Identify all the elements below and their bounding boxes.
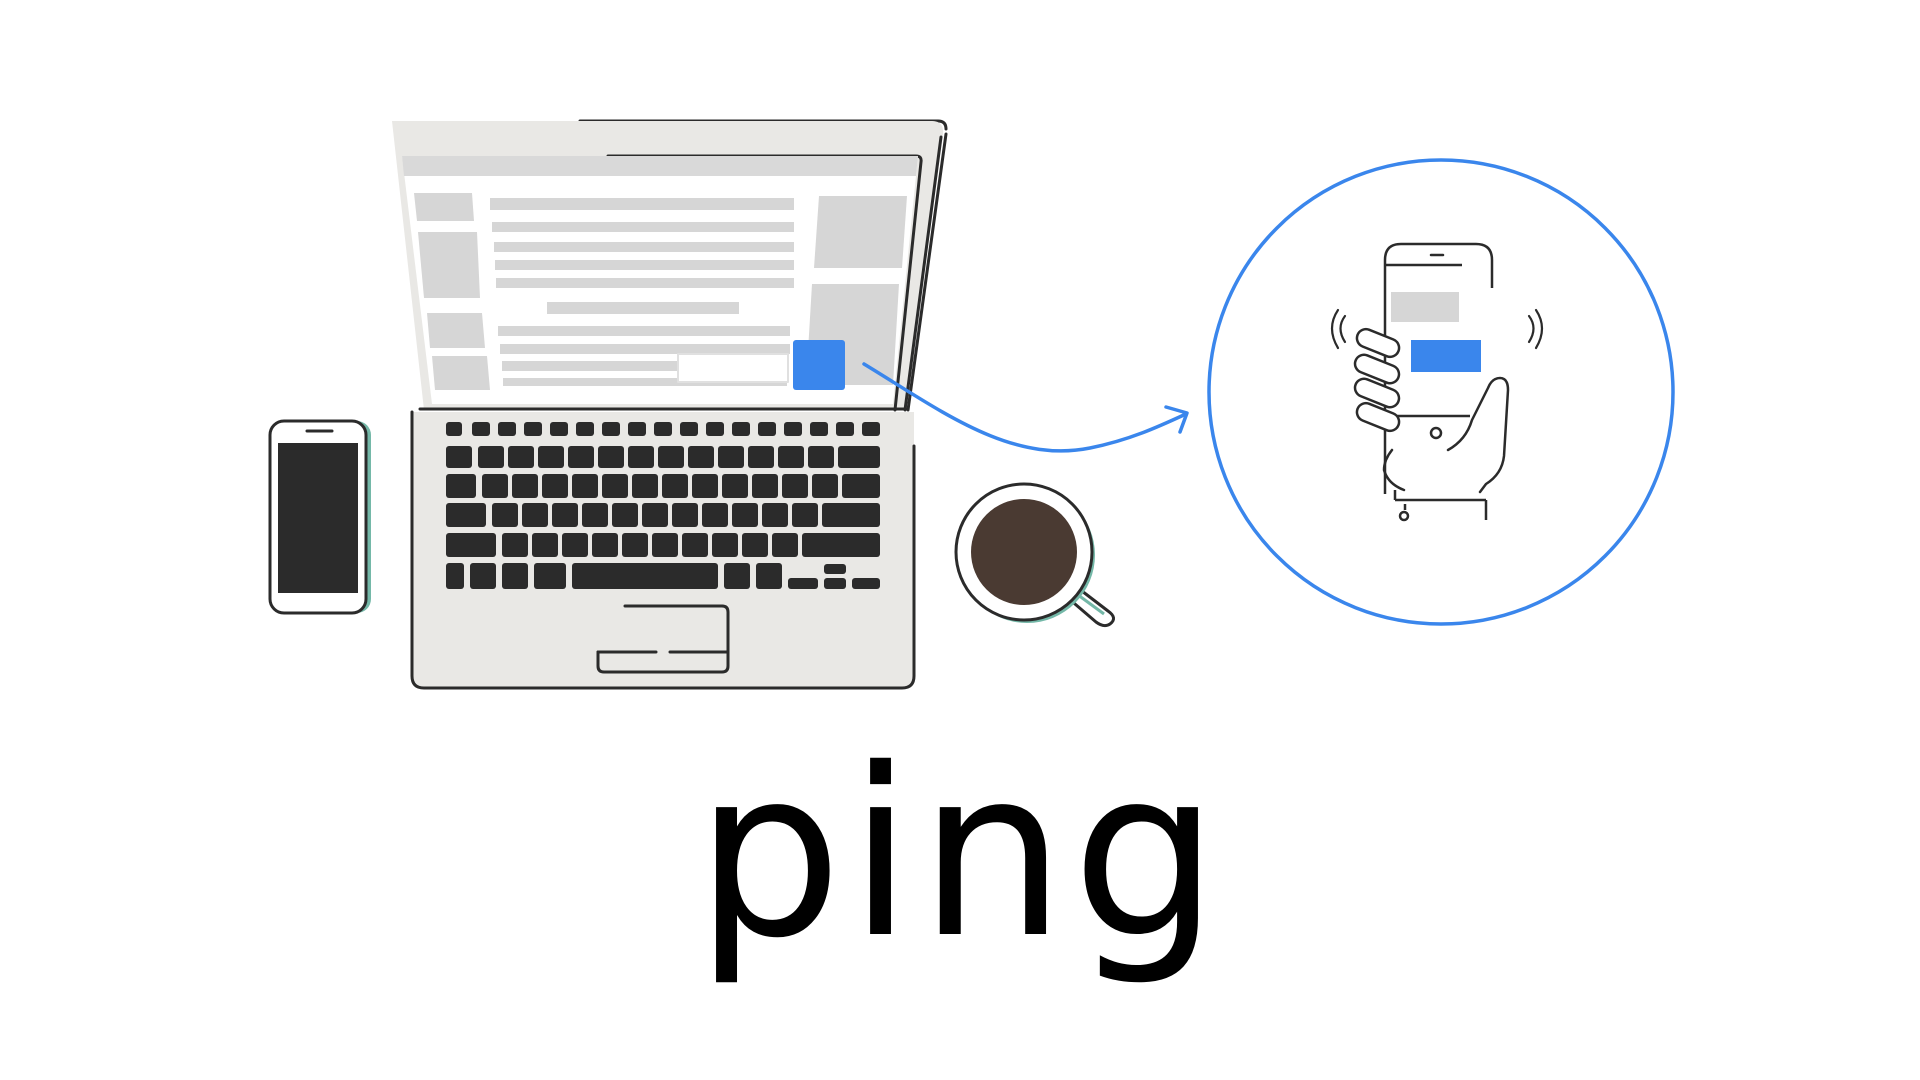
laptop-icon xyxy=(392,119,948,690)
vibration-waves-icon xyxy=(1330,308,1544,350)
smartphone-icon xyxy=(268,419,371,615)
caption-text: ping xyxy=(694,719,1226,989)
arrow-icon xyxy=(862,362,1189,453)
coffee-cup-icon xyxy=(954,482,1115,628)
hand-holding-phone-icon xyxy=(1207,158,1675,626)
